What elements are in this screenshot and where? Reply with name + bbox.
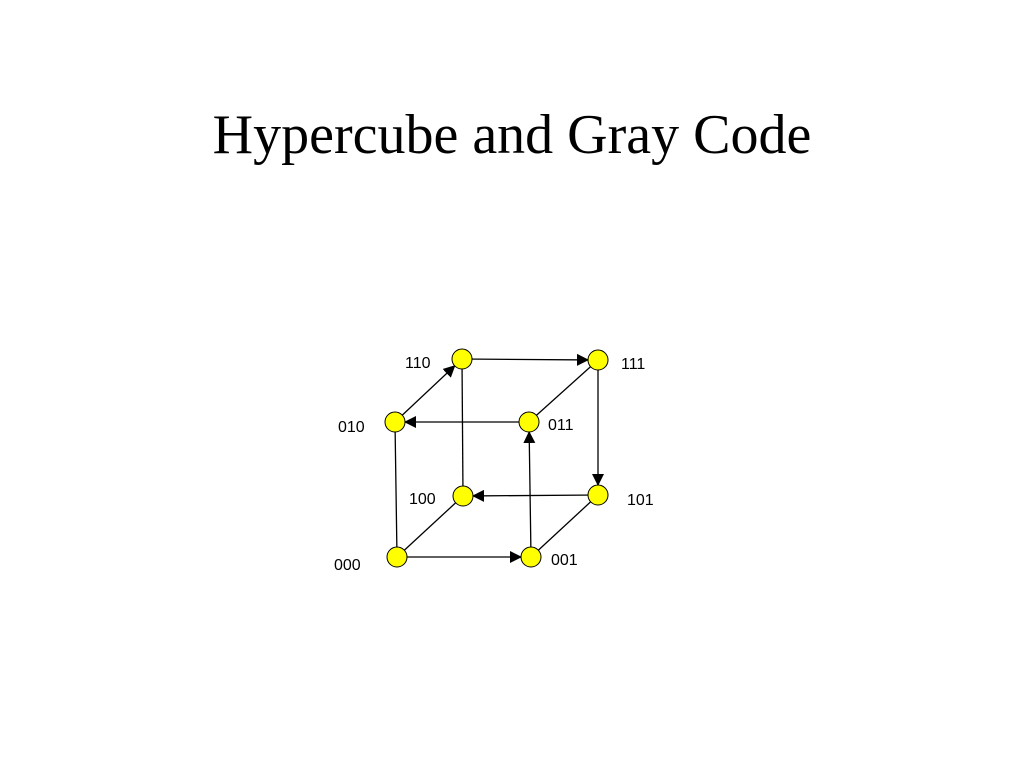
node-001: [520, 546, 542, 568]
nodes-layer: [384, 348, 609, 568]
edge-001-011-arrow: [523, 430, 536, 558]
node-100: [452, 485, 474, 507]
node-label-001: 001: [551, 552, 578, 569]
edge-101-100-arrow: [471, 489, 599, 502]
node-101: [587, 484, 609, 506]
node-label-110: 110: [405, 355, 431, 372]
node-label-101: 101: [627, 492, 654, 509]
node-label-011: 011: [548, 417, 574, 434]
slide-title: Hypercube and Gray Code: [212, 104, 812, 166]
node-label-100: 100: [409, 491, 436, 508]
edge-110-111-arrow: [461, 353, 590, 366]
node-111: [587, 349, 609, 371]
edge-000-100: [396, 495, 464, 558]
edge-000-010: [394, 421, 398, 558]
node-011: [518, 411, 540, 433]
edge-010-110-arrow: [394, 365, 456, 423]
edge-001-101: [530, 494, 599, 558]
node-010: [384, 411, 406, 433]
edges-layer: [394, 353, 604, 563]
edge-100-110: [461, 358, 464, 497]
labels-layer: 000 001 010 011 100 101 110 111: [334, 355, 654, 574]
node-label-000: 000: [334, 557, 361, 574]
node-label-010: 010: [338, 419, 365, 436]
node-label-111: 111: [621, 356, 645, 373]
node-000: [386, 546, 408, 568]
edge-011-111: [528, 359, 599, 423]
node-110: [451, 348, 473, 370]
